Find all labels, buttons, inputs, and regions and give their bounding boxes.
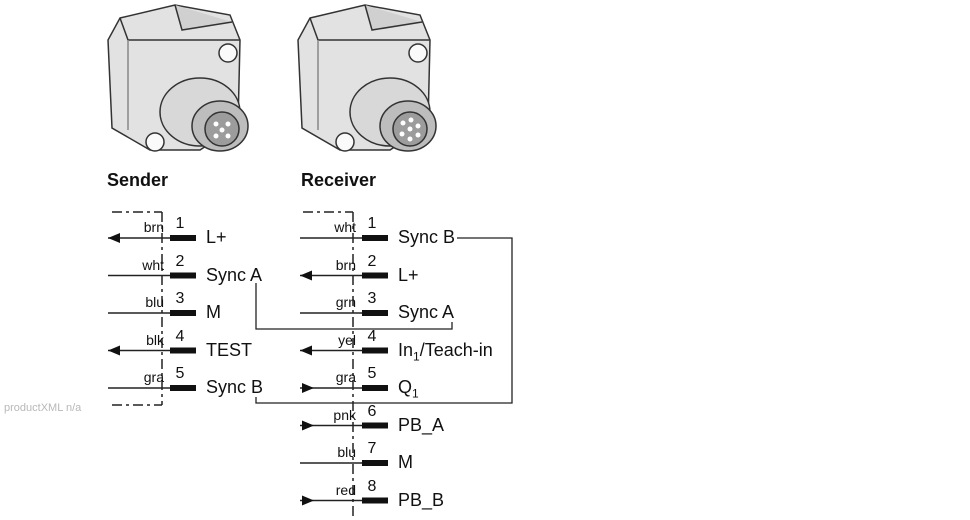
- wire-color-label: brn: [335, 256, 356, 273]
- pin-signal-label: M: [398, 452, 413, 472]
- pin-signal-label: In1/Teach-in: [398, 339, 493, 364]
- pin-signal-label: L+: [398, 264, 419, 285]
- pin-number: 1: [175, 215, 185, 232]
- pin-number: 2: [367, 252, 377, 270]
- wire-color-label: brn: [143, 219, 164, 235]
- pin-signal-label: PB_A: [398, 414, 445, 435]
- pin-terminal: [170, 235, 196, 241]
- sync-b-link: [255, 237, 513, 404]
- pin-terminal: [170, 385, 196, 391]
- wire-color-label: grn: [335, 294, 356, 310]
- wire-color-label: red: [335, 481, 356, 498]
- pin-signal-label: Q1: [398, 377, 419, 401]
- receiver-connector-illustration: [297, 4, 437, 152]
- pin-terminal: [362, 272, 388, 279]
- pin-number: 3: [175, 290, 185, 307]
- pin-terminal: [362, 310, 388, 316]
- sync-a-link: [255, 283, 453, 330]
- sender-housing-outline: [112, 211, 163, 406]
- pin-number: 4: [367, 327, 377, 345]
- receiver-title: Receiver: [301, 170, 377, 190]
- pin-signal-label: Sync B: [398, 227, 456, 247]
- footer-note: productXML n/a: [4, 402, 82, 414]
- wire-color-label: gra: [335, 369, 356, 385]
- pin-number: 3: [367, 290, 377, 307]
- sender-connector-illustration: [107, 4, 249, 152]
- pin-signal-label: TEST: [206, 339, 253, 360]
- output-arrow-icon: [108, 233, 120, 243]
- pin-terminal: [362, 497, 388, 504]
- wire-color-label: wht: [334, 219, 356, 235]
- sender-title: Sender: [107, 170, 169, 190]
- pin-number: 2: [175, 252, 185, 270]
- output-arrow-icon: [300, 270, 312, 281]
- output-arrow-icon: [300, 345, 312, 356]
- pin-number: 1: [367, 215, 377, 232]
- wire-color-label: pnk: [333, 406, 356, 423]
- pin-terminal: [170, 347, 196, 354]
- pin-number: 5: [175, 365, 185, 382]
- input-arrow-icon: [302, 495, 314, 506]
- wire-color-label: yel: [338, 331, 356, 348]
- input-arrow-icon: [302, 420, 314, 431]
- output-arrow-icon: [108, 345, 120, 356]
- pin-terminal: [362, 460, 388, 466]
- pin-terminal: [170, 310, 196, 316]
- pin-number: 4: [175, 327, 185, 345]
- pin-terminal: [362, 235, 388, 241]
- pin-signal-label: M: [206, 302, 221, 322]
- pin-signal-label: PB_B: [398, 489, 445, 510]
- pin-signal-label: L+: [206, 227, 227, 247]
- pin-number: 6: [367, 402, 377, 420]
- pin-signal-label: Sync B: [206, 377, 264, 397]
- receiver-housing-outline: [303, 211, 354, 520]
- wire-color-label: wht: [142, 256, 164, 273]
- pin-number: 8: [367, 477, 377, 495]
- wire-color-label: blu: [337, 444, 356, 460]
- input-arrow-icon: [302, 383, 314, 393]
- receiver-pin-lines: [300, 235, 388, 506]
- sender-pin-lines: [108, 233, 196, 391]
- pin-signal-label: Sync A: [398, 302, 455, 322]
- pin-terminal: [170, 272, 196, 279]
- wire-color-label: gra: [143, 369, 164, 385]
- pin-number: 5: [367, 365, 377, 382]
- pin-terminal: [362, 385, 388, 391]
- pin-number: 7: [367, 440, 377, 457]
- wire-color-label: blu: [145, 294, 164, 310]
- pin-terminal: [362, 422, 388, 429]
- pin-terminal: [362, 347, 388, 354]
- pin-signal-label: Sync A: [206, 264, 263, 285]
- wire-color-label: blk: [146, 331, 164, 348]
